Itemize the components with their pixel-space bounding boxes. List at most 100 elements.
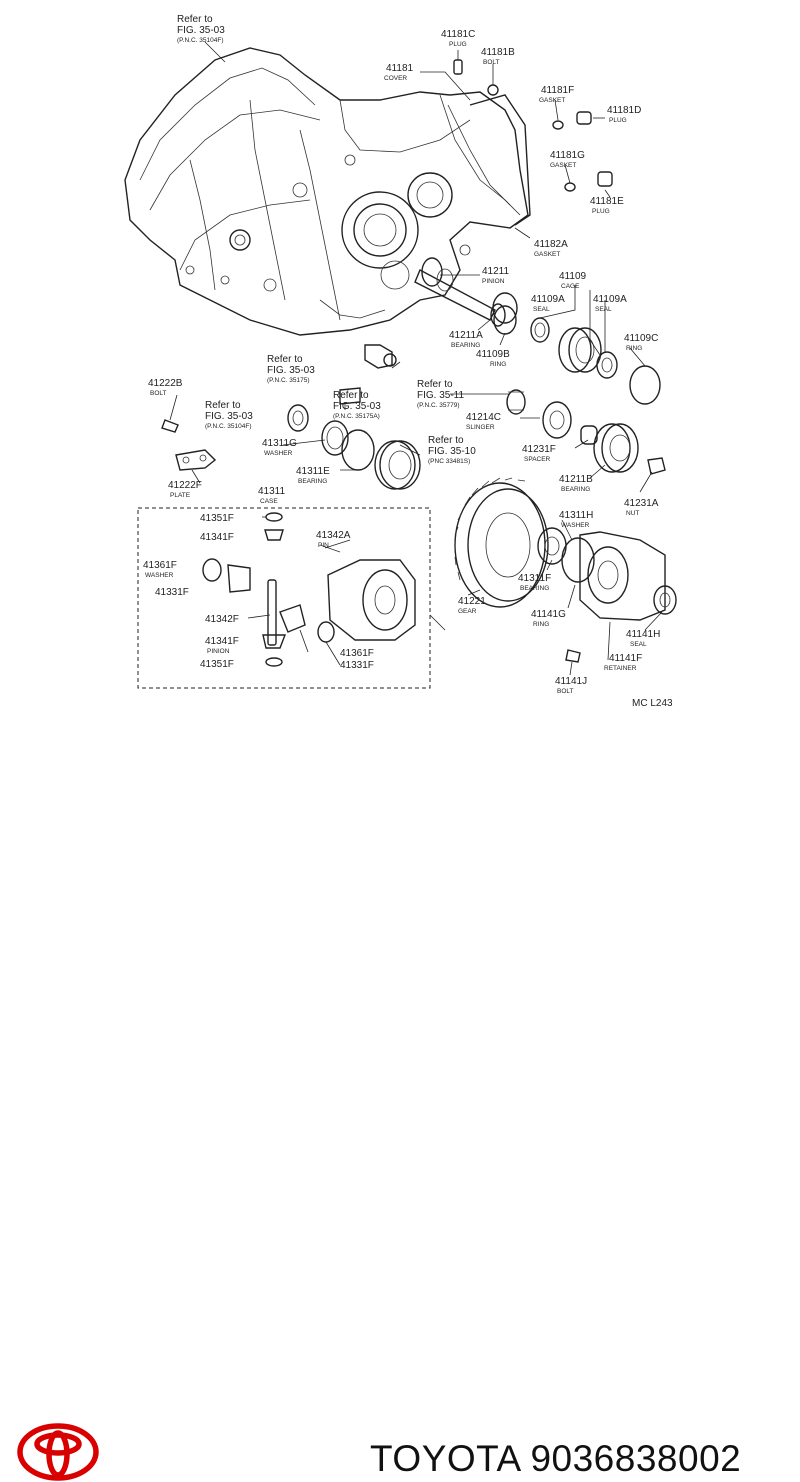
label-41109b: 41109B RING [476,349,510,368]
middle-small-parts-drawing [161,344,421,490]
ref-line2: FIG. 35-03 [205,411,253,422]
part-number: 41361F [340,648,374,659]
ref-line1: Refer to [267,354,303,365]
ref-line1: Refer to [333,390,369,401]
label-41222b: 41222B BOLT [148,378,183,397]
label-41181b: 41181B BOLT [481,47,515,66]
ref-line2: FIG. 35-10 [428,446,476,457]
label-41141j: 41141J BOLT [555,676,587,695]
part-name: BOLT [150,390,167,397]
part-number: 41311 [258,486,286,497]
part-number: 41109A [593,294,627,305]
label-41331f-bottom: 41331F [340,660,374,671]
label-41109c: 41109C RING [624,333,658,352]
ref-fig-35-03-left: Refer to FIG. 35-03 (P.N.C. 35104F) [205,400,253,430]
ref-line3: (PNC 33481S) [428,458,470,465]
part-name: RETAINER [604,665,637,672]
label-41141h: 41141H SEAL [626,629,660,648]
part-name: WASHER [264,450,293,457]
footer: TOYOTA 9036838002 [0,700,800,1481]
part-number: 41141H [626,629,660,640]
part-number: 41311F [518,573,551,584]
part-name: PLUG [609,117,627,124]
part-number: 41181G [550,150,585,161]
part-name: WASHER [561,522,590,529]
label-41311f: 41311F BEARING [518,573,551,592]
part-number: 41231F [522,444,556,455]
ref-fig-35-03-mid: Refer to FIG. 35-03 (P.N.C. 35175) [267,354,315,384]
part-number: 41211B [559,474,593,485]
part-name: RING [626,345,642,352]
ref-line3: (P.N.C. 35175A) [333,413,380,420]
part-name: NUT [626,510,639,517]
part-name: BEARING [451,342,480,349]
label-41311e: 41311E BEARING [296,466,330,485]
part-name: BEARING [561,486,590,493]
part-name: CASE [260,498,278,505]
part-number: 41181C [441,29,475,40]
label-41231f: 41231F SPACER [522,444,556,463]
part-name: COVER [384,75,407,82]
label-41311: 41311 CASE [258,486,286,505]
part-number: 41109B [476,349,510,360]
ref-line3: (P.N.C. 35104F) [205,423,251,430]
part-number: 41181D [607,105,641,116]
part-number: 41211A [449,330,483,341]
part-name: PLATE [170,492,191,499]
label-41221: 41221 GEAR [458,596,486,615]
label-41211: 41211 PINION [482,266,510,285]
part-number: 41109C [624,333,658,344]
part-name: WASHER [145,572,174,579]
part-number: 41311E [296,466,330,477]
part-name: GASKET [534,251,560,258]
label-41141g: 41141G RING [531,609,566,628]
ref-fig-35-03-center: Refer to FIG. 35-03 (P.N.C. 35175A) [333,390,381,420]
part-name: PINION [482,278,505,285]
part-name: GASKET [539,97,565,104]
label-41109a-left: 41109A SEAL [531,294,565,313]
part-number: 41222F [168,480,202,491]
part-number: 41214C [466,412,501,423]
ref-line1: Refer to [417,379,453,390]
part-number: 41141G [531,609,566,620]
part-number: 41211 [482,266,510,277]
label-41141f: 41141F RETAINER [604,653,642,672]
label-41211a: 41211A BEARING [449,330,483,349]
leader-lines [169,41,663,676]
part-name: RING [490,361,506,368]
label-41182a: 41182A GASKET [534,239,568,258]
part-number: 41181B [481,47,515,58]
part-number: 41181E [590,196,624,207]
label-41181g: 41181G GASKET [550,150,585,169]
part-name: BOLT [483,59,500,66]
part-number: 41341F [200,532,234,543]
part-name: PIN [318,542,329,549]
cage-seal-parts-drawing [493,305,661,405]
part-number: 41311H [559,510,593,521]
part-name: PLUG [592,208,610,215]
part-name: CAGE [561,283,580,290]
part-name: BEARING [520,585,549,592]
ref-line1: Refer to [177,14,213,25]
ref-line2: FIG. 35-03 [333,401,381,412]
ref-line1: Refer to [205,400,241,411]
label-41181d: 41181D PLUG [607,105,641,124]
part-number: 41341F [205,636,239,647]
label-41341f-top: 41341F [200,532,234,543]
part-name: BEARING [298,478,327,485]
part-name: SEAL [533,306,550,313]
part-name: SEAL [630,641,647,648]
part-name: SLINGER [466,424,495,431]
differential-group-drawing [137,507,431,689]
part-number: 41311G [262,438,297,449]
toyota-logo-icon [17,1423,99,1481]
label-41231a: 41231A NUT [624,498,659,517]
part-number: 41182A [534,239,568,250]
label-41331f-left: 41331F [155,587,189,598]
label-41342a: 41342A PIN [316,530,351,549]
part-name: BOLT [557,688,574,695]
ref-line3: (P.N.C. 35104F) [177,37,223,44]
ref-line1: Refer to [428,435,464,446]
ref-fig-35-03-top: Refer to FIG. 35-03 (P.N.C. 35104F) [177,14,225,44]
label-41342f: 41342F [205,614,239,625]
